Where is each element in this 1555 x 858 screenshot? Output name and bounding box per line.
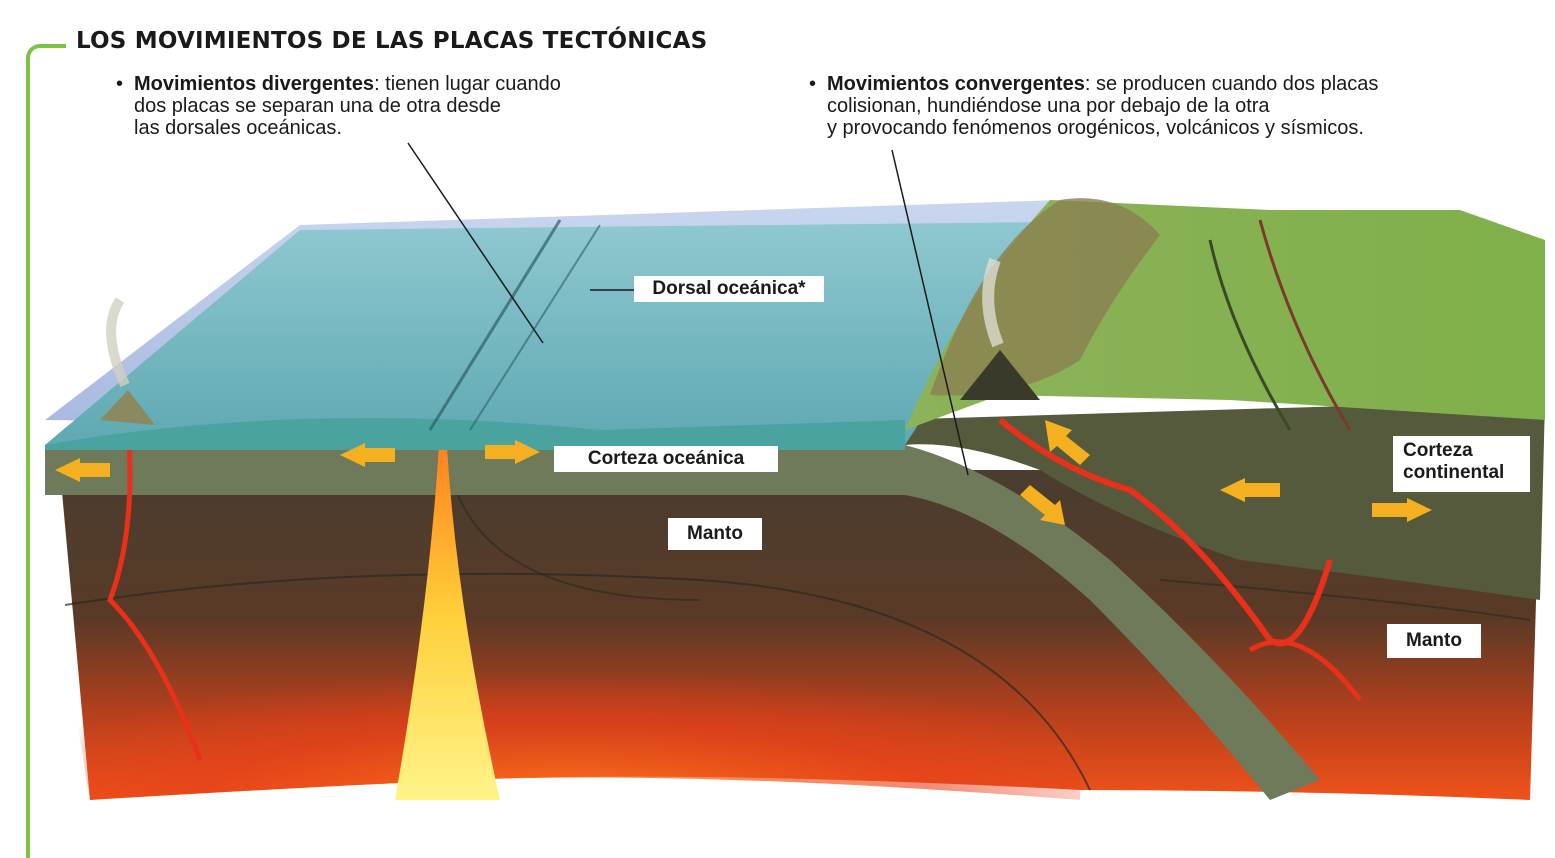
fault-line	[1208, 239, 1292, 431]
term-convergent: Movimientos convergentes	[827, 73, 1085, 95]
label-corteza-continental-line1: Corteza	[1403, 440, 1473, 461]
arrow-right-1	[485, 440, 540, 464]
mantle-boundary-line	[1159, 579, 1531, 621]
fault-line	[1258, 219, 1352, 431]
leader-line-divergent	[407, 142, 544, 344]
ridge-line	[469, 224, 601, 431]
bullet-convergent: • Movimientos convergentes: se producen …	[809, 73, 1379, 139]
mantle-boundary-line	[449, 469, 701, 601]
bullet-divergent: • Movimientos divergentes: tienen lugar …	[116, 73, 561, 139]
leader-line-convergent	[891, 149, 969, 476]
divergent-line2: dos placas se separan una de otra desde	[134, 95, 501, 117]
magma-plume	[395, 430, 500, 800]
label-dorsal-oceanica: Dorsal oceánica*	[634, 276, 824, 302]
mantle-boundary-line	[64, 572, 1091, 791]
convergent-line3: y provocando fenómenos orogénicos, volcá…	[827, 117, 1364, 139]
arrow-left-3	[1220, 478, 1280, 502]
divergent-line1: : tienen lugar cuando	[374, 73, 561, 95]
volcano-left	[100, 390, 155, 425]
label-manto-left: Manto	[668, 518, 762, 550]
label-corteza-continental-line2: continental	[1403, 462, 1505, 483]
arrow-right-2	[1372, 498, 1432, 522]
ocean-front	[45, 418, 905, 450]
smoke-plume	[106, 297, 130, 388]
oceanic-crust	[45, 445, 1320, 800]
divergent-line3: las dorsales oceánicas.	[134, 117, 342, 139]
bullet-dot: •	[809, 73, 817, 95]
mountain-range	[930, 198, 1160, 396]
magma-vein	[998, 417, 1333, 647]
magma-vein	[107, 394, 203, 761]
smoke-plume	[982, 257, 1004, 348]
convergent-line1: : se producen cuando dos placas	[1084, 73, 1379, 95]
bullet-dot: •	[116, 73, 124, 95]
magma-vein	[1248, 639, 1362, 702]
volcano-right	[960, 350, 1040, 400]
arrow-left-2	[340, 443, 395, 467]
arrow-down-sub	[1020, 485, 1065, 525]
ocean-surface	[45, 222, 1050, 445]
ridge-line	[428, 219, 562, 431]
page-title: LOS MOVIMIENTOS DE LAS PLACAS TECTÓNICAS	[76, 28, 708, 54]
arrow-up-cont	[1045, 420, 1090, 465]
convergent-line2: colisionan, hundiéndose una por debajo d…	[827, 95, 1270, 117]
label-corteza-continental: Corteza continental	[1393, 436, 1530, 492]
mantle-heat	[60, 587, 1080, 800]
term-divergent: Movimientos divergentes	[134, 73, 375, 95]
label-manto-right: Manto	[1387, 624, 1481, 658]
arrow-left-1	[55, 458, 110, 482]
label-corteza-oceanica: Corteza oceánica	[554, 446, 778, 472]
section-bracket	[26, 44, 66, 858]
